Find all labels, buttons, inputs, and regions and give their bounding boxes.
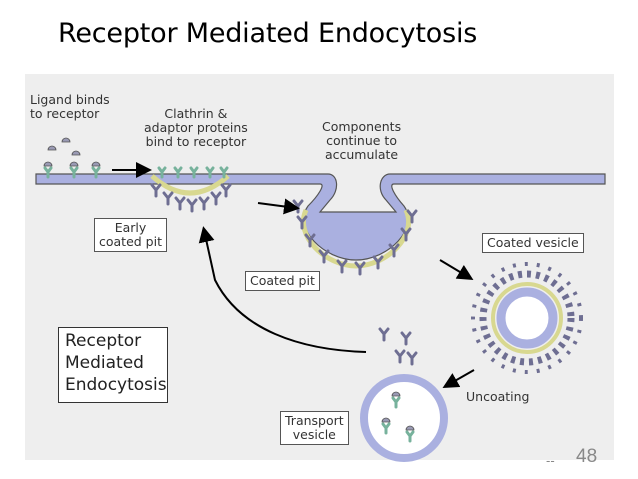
- released-clathrin: [378, 327, 418, 366]
- coated-vesicle-box: Coated vesicle: [482, 233, 584, 253]
- arrow-recycle: [198, 226, 367, 353]
- page-dash: --: [546, 453, 555, 468]
- page-number: 48: [576, 446, 598, 467]
- plasma-membrane: [35, 173, 606, 261]
- slide-title: Receptor Mediated Endocytosis: [58, 18, 478, 49]
- arrow-to-uncoating: [442, 369, 475, 388]
- coated-pit-box: Coated pit: [245, 271, 320, 291]
- early-coated-pit-box: Early coated pit: [94, 218, 167, 252]
- receptor-mediated-endocytosis-box: Receptor Mediated Endocytosis: [58, 327, 168, 403]
- arrow-to-coated-pit: [257, 198, 300, 215]
- uncoating-label: Uncoating: [466, 389, 530, 404]
- early-coated-pit-coat: [150, 166, 232, 213]
- transport-vesicle-box: Transport vesicle: [280, 411, 349, 445]
- arrow-to-coated-vesicle: [439, 259, 474, 281]
- coated-pit-coat: [292, 199, 418, 276]
- ligand-label: Ligand binds to receptor: [30, 92, 110, 121]
- coated-vesicle: [471, 262, 583, 374]
- transport-vesicle: [360, 374, 448, 462]
- components-label: Components continue to accumulate: [322, 119, 402, 162]
- clathrin-label: Clathrin & adaptor proteins bind to rece…: [144, 106, 248, 149]
- free-ligands: [47, 137, 81, 156]
